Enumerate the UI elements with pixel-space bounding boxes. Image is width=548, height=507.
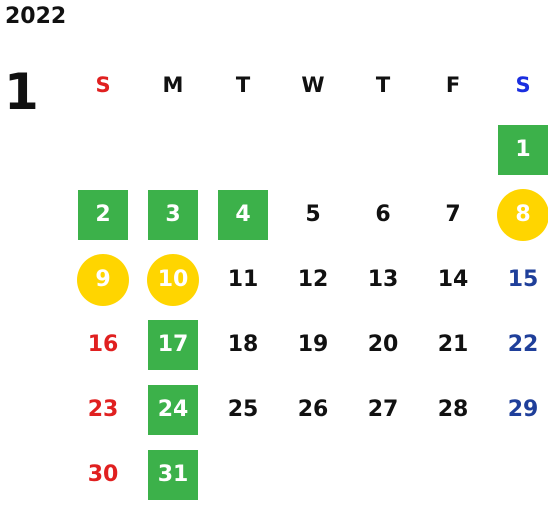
calendar-day[interactable]: 12 bbox=[278, 247, 348, 312]
calendar-day[interactable]: 28 bbox=[418, 377, 488, 442]
highlight-circle bbox=[147, 253, 199, 306]
highlight-circle bbox=[77, 253, 129, 306]
month-number: 1 bbox=[4, 63, 39, 121]
day-number: 5 bbox=[305, 202, 321, 227]
calendar-day[interactable]: 20 bbox=[348, 312, 418, 377]
empty-cell bbox=[348, 442, 418, 507]
day-number: 1 bbox=[515, 137, 531, 162]
empty-cell bbox=[278, 442, 348, 507]
weekday-header: S bbox=[515, 72, 531, 97]
day-number: 15 bbox=[507, 267, 539, 292]
day-number: 6 bbox=[375, 202, 391, 227]
calendar-day[interactable]: 23 bbox=[68, 377, 138, 442]
day-number: 10 bbox=[157, 267, 189, 292]
day-number: 11 bbox=[227, 267, 259, 292]
day-number: 23 bbox=[87, 397, 119, 422]
year-label: 2022 bbox=[5, 4, 67, 29]
calendar-day[interactable]: 31 bbox=[138, 442, 208, 507]
calendar-day[interactable]: 10 bbox=[138, 247, 208, 312]
empty-cell bbox=[278, 117, 348, 182]
highlight-square bbox=[148, 189, 198, 240]
empty-cell bbox=[208, 442, 278, 507]
calendar-day[interactable]: 18 bbox=[208, 312, 278, 377]
day-number: 25 bbox=[227, 397, 259, 422]
day-number: 22 bbox=[507, 332, 539, 357]
day-number: 9 bbox=[95, 267, 111, 292]
day-number: 17 bbox=[157, 332, 189, 357]
empty-cell bbox=[418, 117, 488, 182]
calendar-day[interactable]: 24 bbox=[138, 377, 208, 442]
calendar-day[interactable]: 19 bbox=[278, 312, 348, 377]
day-number: 16 bbox=[87, 332, 119, 357]
calendar-day[interactable]: 17 bbox=[138, 312, 208, 377]
empty-cell bbox=[348, 117, 418, 182]
day-number: 3 bbox=[165, 202, 181, 227]
calendar-day[interactable]: 3 bbox=[138, 182, 208, 247]
day-number: 31 bbox=[157, 462, 189, 487]
day-number: 24 bbox=[157, 397, 189, 422]
highlight-square bbox=[218, 189, 268, 240]
calendar-day[interactable]: 21 bbox=[418, 312, 488, 377]
day-number: 21 bbox=[437, 332, 469, 357]
calendar-day[interactable]: 2 bbox=[68, 182, 138, 247]
day-number: 7 bbox=[445, 202, 461, 227]
calendar-day[interactable]: 13 bbox=[348, 247, 418, 312]
day-number: 26 bbox=[297, 397, 329, 422]
weekday-header: S bbox=[95, 72, 111, 97]
calendar-day[interactable]: 29 bbox=[488, 377, 548, 442]
day-number: 27 bbox=[367, 397, 399, 422]
empty-cell bbox=[488, 442, 548, 507]
highlight-square bbox=[148, 319, 198, 370]
day-number: 29 bbox=[507, 397, 539, 422]
calendar-day[interactable]: 27 bbox=[348, 377, 418, 442]
calendar-day[interactable]: 4 bbox=[208, 182, 278, 247]
calendar-day[interactable]: 6 bbox=[348, 182, 418, 247]
weekday-header: T bbox=[375, 72, 391, 97]
highlight-square bbox=[148, 449, 198, 500]
day-number: 2 bbox=[95, 202, 111, 227]
day-number: 20 bbox=[367, 332, 399, 357]
calendar-day[interactable]: 11 bbox=[208, 247, 278, 312]
weekday-header: M bbox=[162, 72, 184, 97]
highlight-square bbox=[78, 189, 128, 240]
calendar-day[interactable]: 1 bbox=[488, 117, 548, 182]
calendar-day[interactable]: 30 bbox=[68, 442, 138, 507]
day-number: 19 bbox=[297, 332, 329, 357]
calendar-day[interactable]: 7 bbox=[418, 182, 488, 247]
day-number: 12 bbox=[297, 267, 329, 292]
empty-cell bbox=[208, 117, 278, 182]
highlight-square bbox=[148, 384, 198, 435]
highlight-square bbox=[498, 124, 548, 175]
calendar-day[interactable]: 26 bbox=[278, 377, 348, 442]
calendar-day[interactable]: 14 bbox=[418, 247, 488, 312]
weekday-header: W bbox=[301, 72, 325, 97]
day-number: 18 bbox=[227, 332, 259, 357]
empty-cell bbox=[138, 117, 208, 182]
day-number: 13 bbox=[367, 267, 399, 292]
day-number: 8 bbox=[515, 202, 531, 227]
day-number: 4 bbox=[235, 202, 251, 227]
calendar-day[interactable]: 9 bbox=[68, 247, 138, 312]
weekday-header: T bbox=[235, 72, 251, 97]
calendar-day[interactable]: 5 bbox=[278, 182, 348, 247]
weekday-header: F bbox=[445, 72, 461, 97]
calendar-day[interactable]: 8 bbox=[488, 182, 548, 247]
highlight-circle bbox=[497, 188, 548, 241]
day-number: 14 bbox=[437, 267, 469, 292]
calendar-day[interactable]: 16 bbox=[68, 312, 138, 377]
day-number: 30 bbox=[87, 462, 119, 487]
calendar-day[interactable]: 25 bbox=[208, 377, 278, 442]
calendar-day[interactable]: 22 bbox=[488, 312, 548, 377]
empty-cell bbox=[68, 117, 138, 182]
calendar-day[interactable]: 15 bbox=[488, 247, 548, 312]
day-number: 28 bbox=[437, 397, 469, 422]
empty-cell bbox=[418, 442, 488, 507]
